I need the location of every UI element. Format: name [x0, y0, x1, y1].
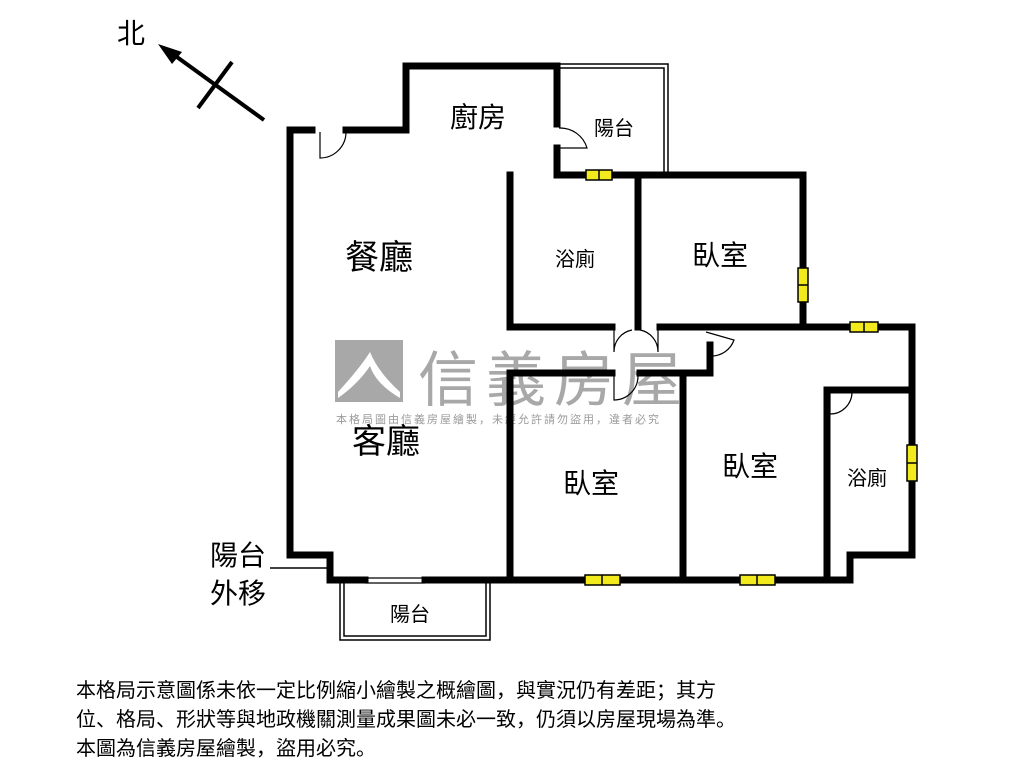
- room-balcony-bottom: 陽台: [390, 602, 430, 626]
- room-bedroom-2: 臥室: [563, 467, 620, 500]
- room-balcony-top: 陽台: [594, 116, 634, 140]
- disclaimer: 本格局示意圖係未依一定比例縮小繪製之概繪圖，與實況仍有差距；其方 位、格局、形狀…: [76, 676, 736, 763]
- room-bedroom-3: 臥室: [722, 450, 779, 483]
- room-bath-2: 浴廁: [847, 466, 887, 490]
- balcony-outlines: [270, 63, 669, 641]
- balcony-note-line2: 外移: [210, 577, 267, 610]
- room-dining: 餐廳: [345, 238, 413, 278]
- room-kitchen: 廚房: [450, 101, 507, 134]
- room-living: 客廳: [352, 422, 420, 462]
- room-bedroom-1: 臥室: [692, 239, 749, 272]
- disclaimer-line: 本圖為信義房屋繪製，盜用必究。: [76, 736, 376, 760]
- disclaimer-line: 本格局示意圖係未依一定比例縮小繪製之概繪圖，與實況仍有差距；其方: [76, 678, 716, 702]
- disclaimer-line: 位、格局、形狀等與地政機關測量成果圖未必一致，仍須以房屋現場為準。: [76, 707, 736, 731]
- walls: [286, 62, 916, 584]
- north-label: 北: [117, 17, 146, 50]
- watermark-text: 本格局圖由信義房屋繪製，未經允許請勿盜用，違者必究: [336, 413, 661, 426]
- balcony-note-line1: 陽台: [210, 539, 267, 572]
- room-bath-1: 浴廁: [555, 247, 595, 271]
- window-icons: [584, 169, 918, 586]
- door-icons: [319, 127, 853, 584]
- north-arrow-icon: [158, 44, 266, 122]
